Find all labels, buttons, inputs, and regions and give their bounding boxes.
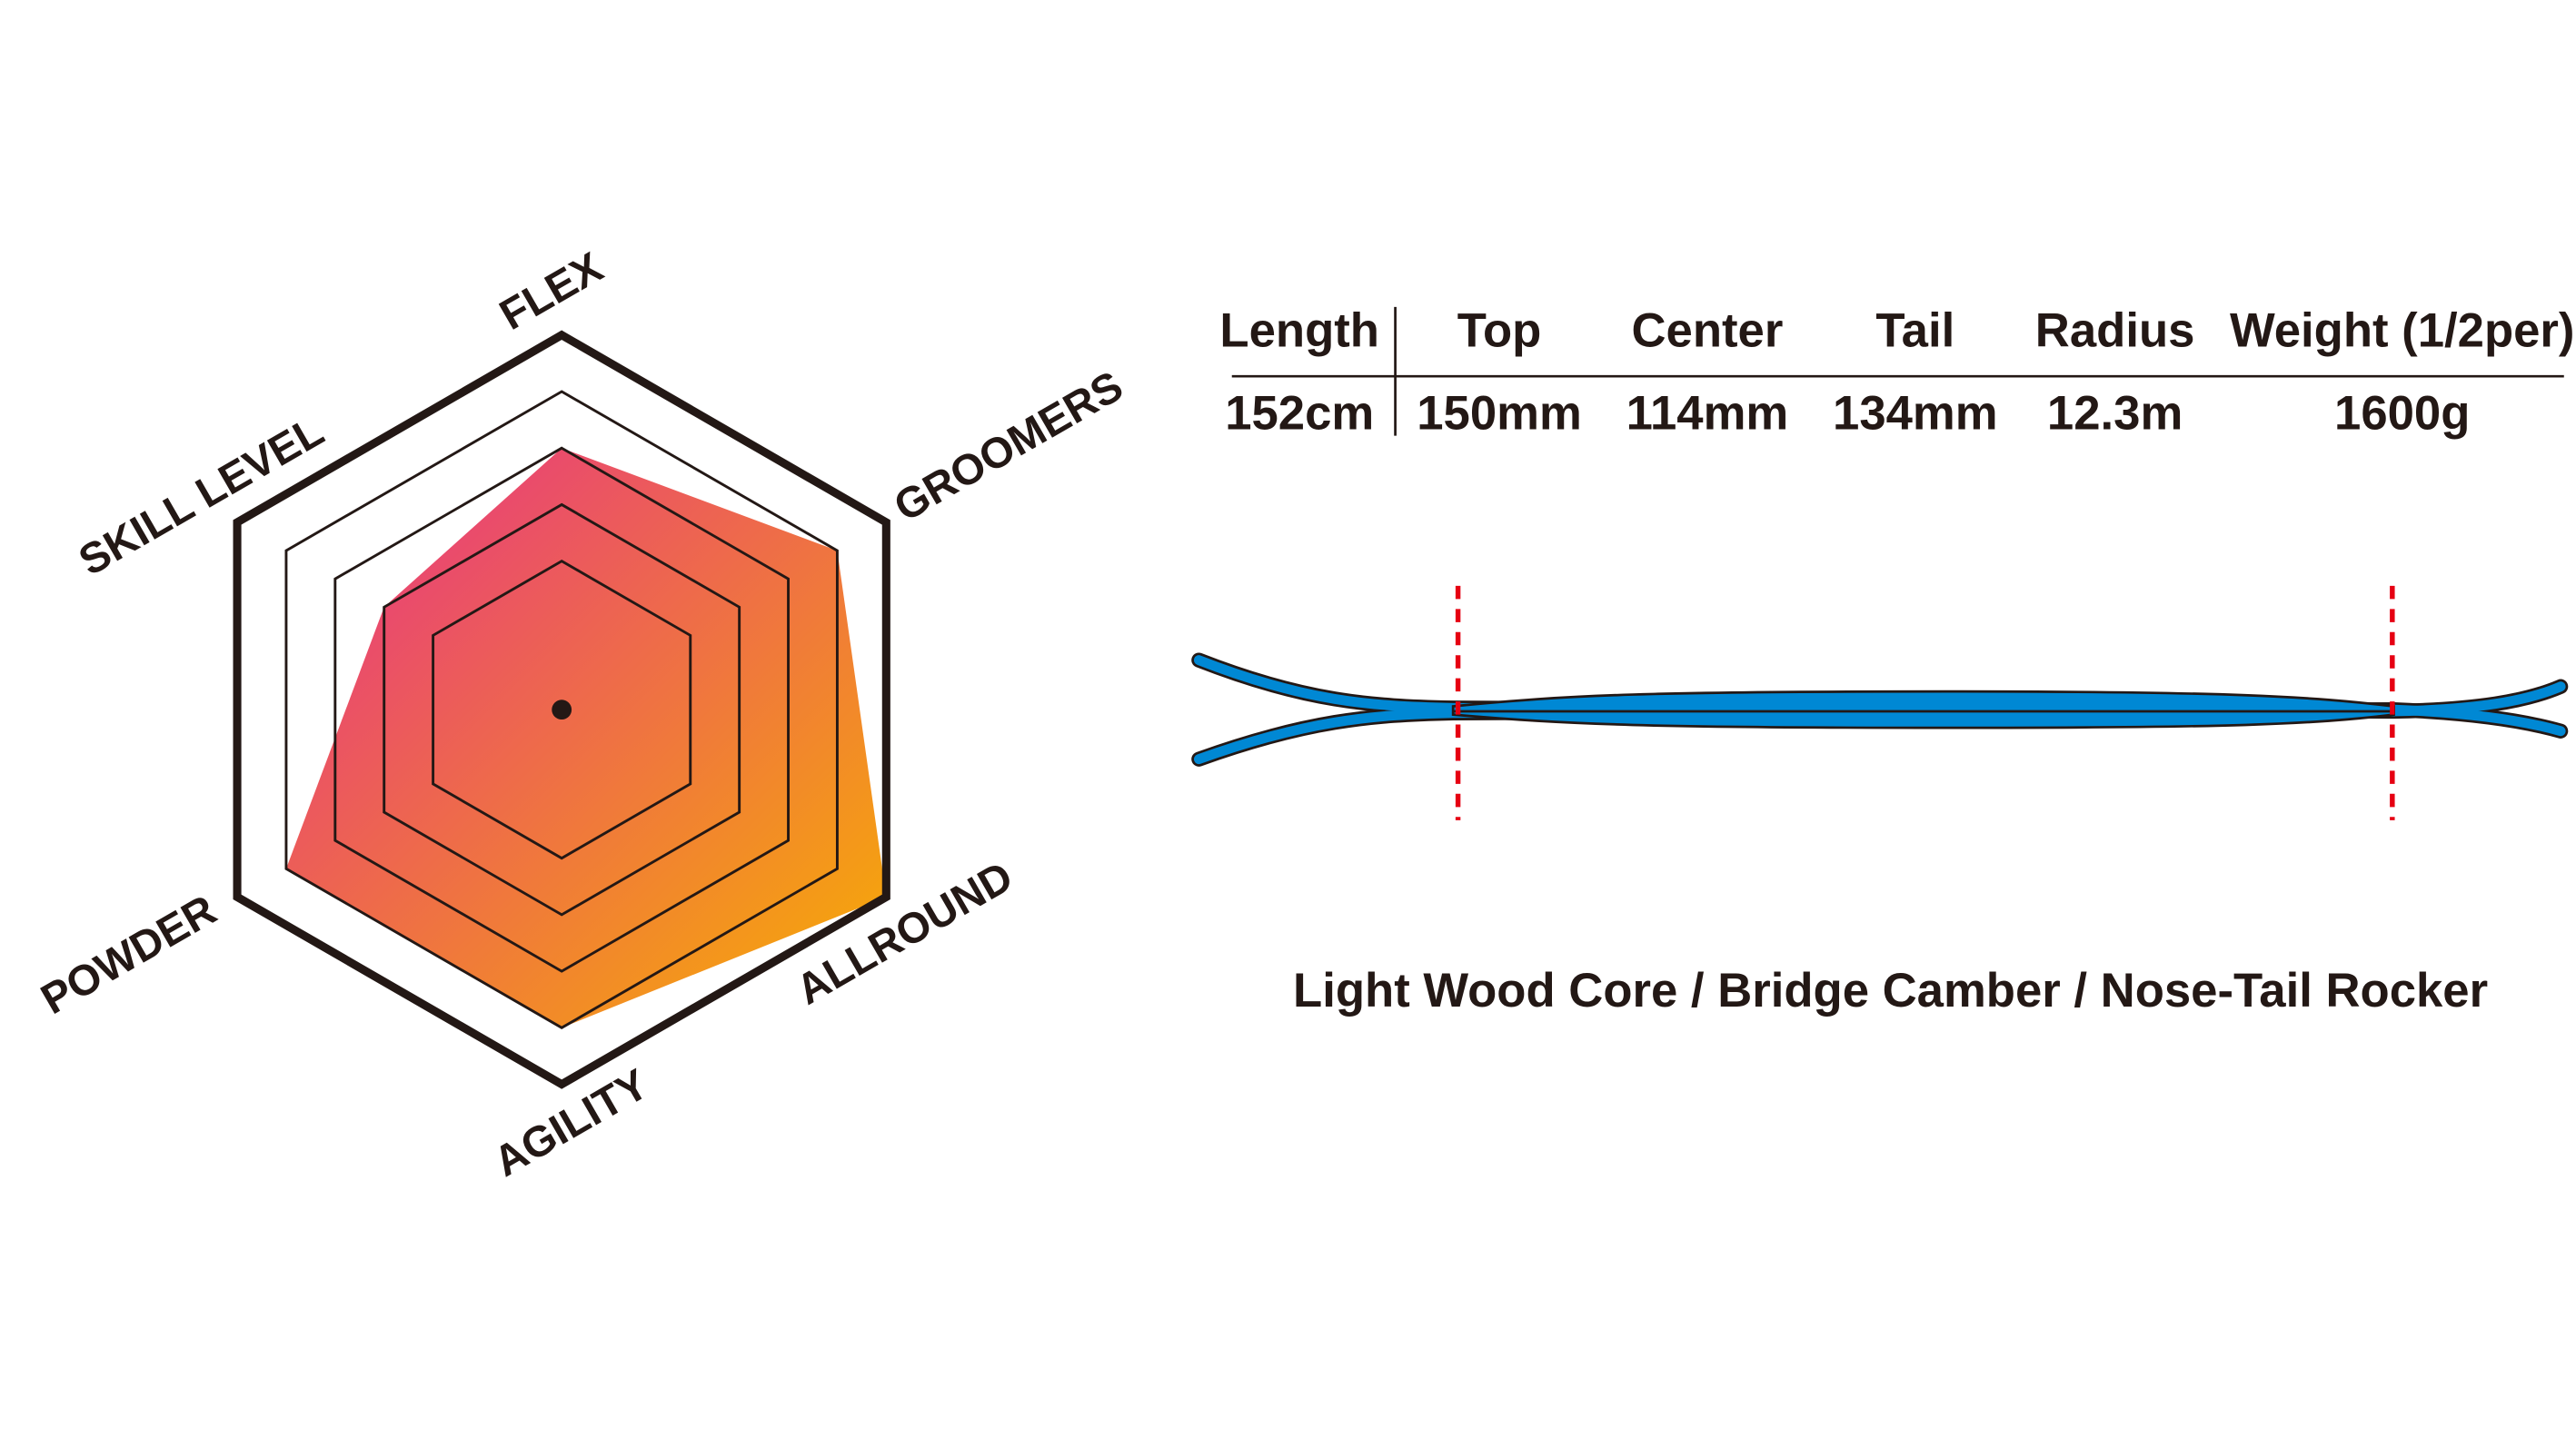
radar-chart: FLEX GROOMERS ALLROUND AGILITY POWDER SK… (33, 243, 1130, 1186)
header-length: Length (1219, 303, 1379, 357)
value-length: 152cm (1225, 386, 1374, 440)
radar-grid-ring-2 (383, 502, 741, 917)
spec-table: Length Top Center Tail Radius Weight (1/… (1219, 303, 2574, 440)
header-center: Center (1632, 303, 1784, 357)
board-construction-caption: Light Wood Core / Bridge Camber / Nose-T… (1293, 964, 2488, 1017)
board-profile (1191, 585, 2569, 820)
radar-grid-ring-3 (333, 446, 790, 973)
header-top: Top (1457, 303, 1542, 357)
value-weight: 1600g (2334, 386, 2470, 440)
value-top: 150mm (1417, 386, 1582, 440)
value-tail: 134mm (1833, 386, 1998, 440)
radar-grid-ring-5 (233, 330, 890, 1089)
radar-grid-ring-1 (432, 559, 692, 860)
radar-grid-ring-4 (284, 390, 839, 1029)
axis-label-powder: POWDER (33, 886, 224, 1024)
board-camber-section (1451, 690, 2396, 729)
value-center: 114mm (1626, 386, 1789, 440)
radar-center-dot (552, 700, 572, 720)
header-weight: Weight (1/2per) (2230, 303, 2574, 357)
axis-label-groomers: GROOMERS (886, 362, 1131, 531)
radar-grid (233, 330, 890, 1089)
radar-data-area (285, 448, 887, 1028)
value-radius: 12.3m (2047, 386, 2183, 440)
axis-label-flex: FLEX (492, 243, 611, 339)
header-tail: Tail (1875, 303, 1954, 357)
axis-label-skill-level: SKILL LEVEL (71, 407, 332, 585)
header-radius: Radius (2035, 303, 2195, 357)
